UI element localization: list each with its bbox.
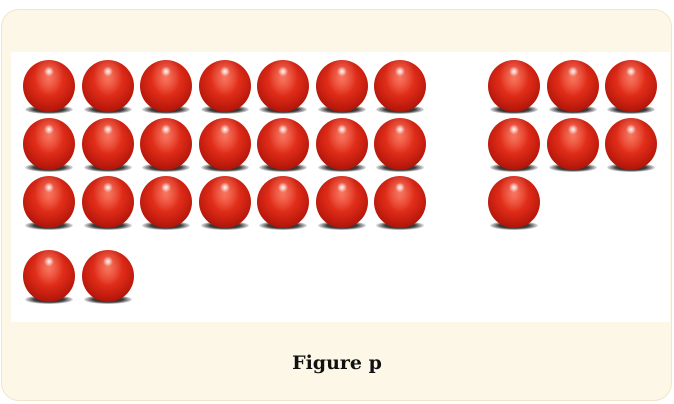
ball-sphere: [257, 60, 309, 112]
red-ball: [81, 118, 135, 172]
red-ball: [139, 176, 193, 230]
ball-sphere: [140, 60, 192, 112]
ball-sphere: [257, 176, 309, 228]
ball-sphere: [605, 118, 657, 170]
red-ball: [487, 118, 541, 172]
red-ball: [81, 60, 135, 114]
red-ball: [256, 60, 310, 114]
red-ball: [22, 250, 76, 304]
red-ball: [315, 176, 369, 230]
red-ball: [487, 60, 541, 114]
red-ball: [22, 118, 76, 172]
red-ball: [256, 176, 310, 230]
red-ball: [139, 60, 193, 114]
red-ball: [487, 176, 541, 230]
red-ball: [546, 118, 600, 172]
ball-sphere: [315, 118, 368, 170]
red-ball: [373, 176, 427, 230]
ball-sphere: [374, 118, 426, 170]
ball-sphere: [374, 60, 426, 112]
ball-sphere: [23, 60, 75, 112]
ball-sphere: [23, 176, 75, 228]
ball-sphere: [605, 60, 657, 112]
red-ball: [22, 176, 76, 230]
red-ball: [373, 60, 427, 114]
ball-sphere: [198, 60, 251, 112]
red-ball: [256, 118, 310, 172]
ball-sphere: [257, 118, 309, 170]
red-ball: [604, 118, 658, 172]
ball-sphere: [81, 60, 134, 112]
red-ball: [315, 60, 369, 114]
ball-sphere: [198, 118, 251, 170]
figure-caption: Figure p: [292, 352, 382, 374]
ball-sphere: [140, 118, 192, 170]
red-ball: [139, 118, 193, 172]
ball-sphere: [315, 60, 368, 112]
ball-sphere: [488, 176, 540, 228]
red-ball: [198, 118, 252, 172]
red-ball: [546, 60, 600, 114]
ball-sphere: [23, 250, 75, 302]
ball-sphere: [315, 176, 368, 228]
ball-sphere: [198, 176, 251, 228]
red-ball: [198, 176, 252, 230]
ball-sphere: [546, 60, 599, 112]
red-ball: [198, 60, 252, 114]
ball-sphere: [81, 118, 134, 170]
ball-sphere: [374, 176, 426, 228]
ball-sphere: [488, 118, 540, 170]
red-ball: [22, 60, 76, 114]
ball-sphere: [140, 176, 192, 228]
ball-sphere: [81, 176, 134, 228]
red-ball: [81, 176, 135, 230]
red-ball: [81, 250, 135, 304]
red-ball: [373, 118, 427, 172]
ball-sphere: [81, 250, 134, 302]
red-ball: [604, 60, 658, 114]
red-ball: [315, 118, 369, 172]
ball-sphere: [488, 60, 540, 112]
ball-sphere: [23, 118, 75, 170]
ball-sphere: [546, 118, 599, 170]
